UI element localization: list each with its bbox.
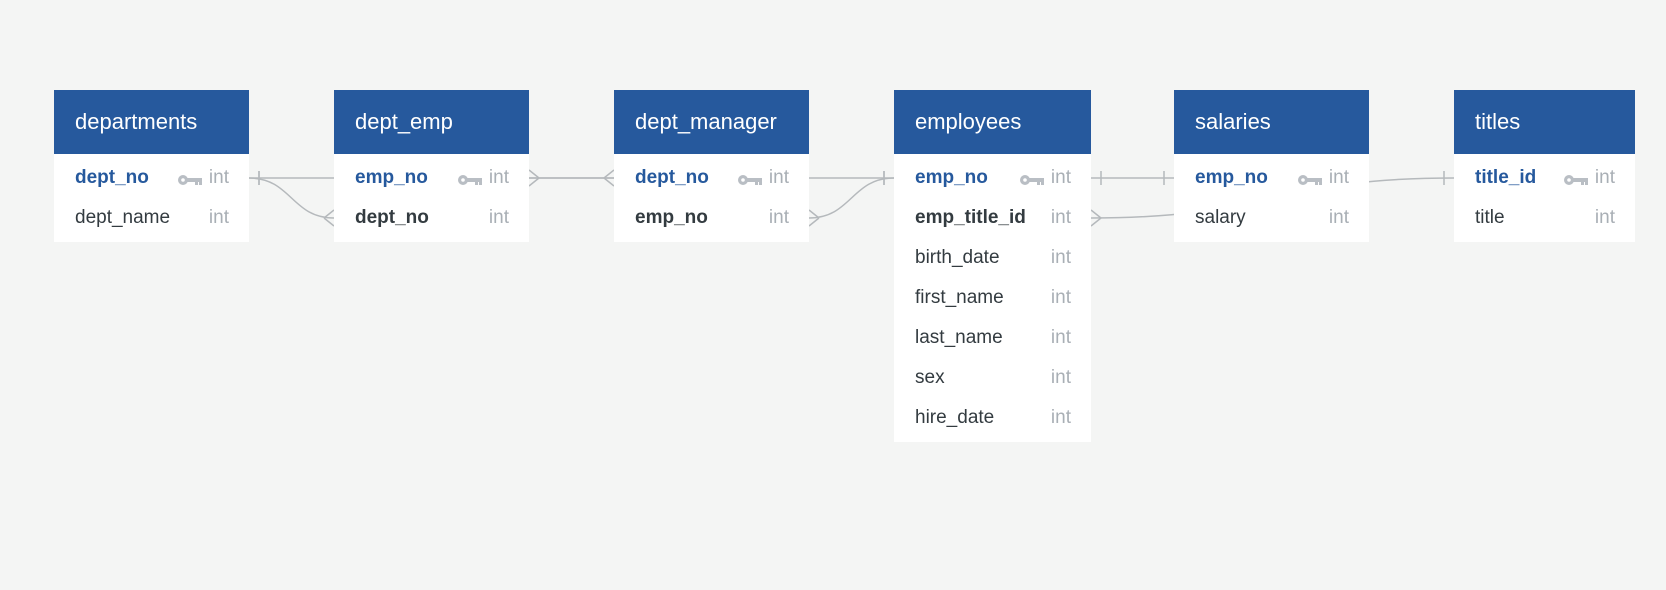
field-row-dept-no[interactable]: dept_no int xyxy=(614,158,809,198)
field-row-emp-no[interactable]: emp_no int xyxy=(614,198,809,238)
field-type: int xyxy=(1050,247,1071,268)
table-header[interactable]: dept_emp xyxy=(334,90,529,154)
field-row-salary[interactable]: salary int xyxy=(1174,198,1369,238)
many-marker xyxy=(528,169,540,187)
field-row-sex[interactable]: sex int xyxy=(894,358,1091,398)
field-name: dept_no xyxy=(355,207,429,228)
field-type: int xyxy=(1050,367,1071,388)
field-row-emp-no[interactable]: emp_no int xyxy=(894,158,1091,198)
many-marker xyxy=(603,169,615,187)
field-name: title_id xyxy=(1475,167,1537,188)
field-type: int xyxy=(1050,207,1071,228)
field-type: int xyxy=(1594,167,1615,188)
table-header[interactable]: salaries xyxy=(1174,90,1369,154)
field-type: int xyxy=(1328,167,1349,188)
key-icon xyxy=(1563,171,1589,185)
field-row-emp-no[interactable]: emp_no int xyxy=(334,158,529,198)
field-type: int xyxy=(208,167,229,188)
field-row-title[interactable]: title int xyxy=(1454,198,1635,238)
field-type: int xyxy=(488,167,509,188)
field-type: int xyxy=(1594,207,1615,228)
field-name: birth_date xyxy=(915,247,1000,268)
field-row-hire-date[interactable]: hire_date int xyxy=(894,398,1091,438)
field-type: int xyxy=(488,207,509,228)
table-header[interactable]: departments xyxy=(54,90,249,154)
key-icon xyxy=(737,171,763,185)
field-name: emp_title_id xyxy=(915,207,1026,228)
field-row-title-id[interactable]: title_id int xyxy=(1454,158,1635,198)
field-row-dept-name[interactable]: dept_name int xyxy=(54,198,249,238)
field-name: title xyxy=(1475,207,1505,228)
field-row-first-name[interactable]: first_name int xyxy=(894,278,1091,318)
key-icon xyxy=(1297,171,1323,185)
key-icon xyxy=(177,171,203,185)
key-icon xyxy=(1019,171,1045,185)
key-icon xyxy=(457,171,483,185)
field-row-dept-no[interactable]: dept_no int xyxy=(54,158,249,198)
many-marker xyxy=(1090,209,1102,227)
field-row-last-name[interactable]: last_name int xyxy=(894,318,1091,358)
relationship-line xyxy=(808,177,895,219)
field-row-emp-title-id[interactable]: emp_title_id int xyxy=(894,198,1091,238)
field-row-dept-no[interactable]: dept_no int xyxy=(334,198,529,238)
field-type: int xyxy=(1050,407,1071,428)
field-type: int xyxy=(208,207,229,228)
field-type: int xyxy=(768,167,789,188)
many-marker xyxy=(323,209,335,227)
many-marker xyxy=(808,209,820,227)
field-name: emp_no xyxy=(355,167,428,188)
field-type: int xyxy=(1050,287,1071,308)
relationship-line xyxy=(248,177,335,219)
field-name: emp_no xyxy=(1195,167,1268,188)
field-type: int xyxy=(1328,207,1349,228)
field-name: dept_no xyxy=(635,167,709,188)
field-name: emp_no xyxy=(915,167,988,188)
field-name: salary xyxy=(1195,207,1246,228)
table-header[interactable]: dept_manager xyxy=(614,90,809,154)
field-name: dept_name xyxy=(75,207,171,228)
field-name: emp_no xyxy=(635,207,708,228)
field-row-emp-no[interactable]: emp_no int xyxy=(1174,158,1369,198)
field-type: int xyxy=(768,207,789,228)
field-name: hire_date xyxy=(915,407,995,428)
field-type: int xyxy=(1050,327,1071,348)
field-row-birth-date[interactable]: birth_date int xyxy=(894,238,1091,278)
field-name: first_name xyxy=(915,287,1004,308)
field-name: dept_no xyxy=(75,167,149,188)
table-header[interactable]: titles xyxy=(1454,90,1635,154)
field-type: int xyxy=(1050,167,1071,188)
field-name: sex xyxy=(915,367,945,388)
table-header[interactable]: employees xyxy=(894,90,1091,154)
field-name: last_name xyxy=(915,327,1003,348)
